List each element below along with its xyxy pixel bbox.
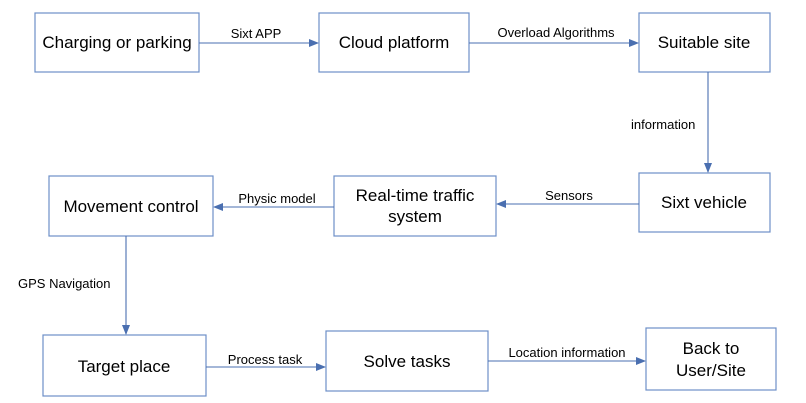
edge-label: Sensors — [545, 188, 593, 203]
edge-sixt-app: Sixt APP — [199, 26, 319, 47]
edge-physic-model: Physic model — [213, 191, 334, 211]
node-label: Sixt vehicle — [661, 193, 747, 212]
edge-label: information — [631, 117, 695, 132]
node-solve-tasks: Solve tasks — [325, 330, 489, 392]
edge-label: GPS Navigation — [18, 276, 111, 291]
node-target-place: Target place — [42, 334, 207, 397]
node-label: Charging or parking — [42, 33, 191, 52]
node-suitable-site: Suitable site — [638, 12, 771, 73]
node-charging-or-parking: Charging or parking — [34, 12, 200, 73]
node-label-line-2: system — [388, 207, 442, 226]
edge-location-information: Location information — [488, 345, 646, 365]
node-sixt-vehicle: Sixt vehicle — [638, 172, 771, 233]
edge-label: Overload Algorithms — [497, 25, 615, 40]
node-back-to-user-site: Back to User/Site — [645, 327, 777, 391]
node-label: Movement control — [63, 197, 198, 216]
node-real-time-traffic-system: Real-time traffic system — [333, 175, 497, 237]
node-label: Solve tasks — [364, 352, 451, 371]
edge-process-task: Process task — [206, 352, 326, 371]
node-label-line-1: Real-time traffic — [356, 186, 475, 205]
edge-label: Process task — [228, 352, 303, 367]
edge-label: Physic model — [238, 191, 315, 206]
edge-gps-navigation: GPS Navigation — [18, 236, 130, 335]
edge-label: Sixt APP — [231, 26, 282, 41]
node-movement-control: Movement control — [48, 175, 214, 237]
node-cloud-platform: Cloud platform — [318, 12, 470, 73]
node-label: Target place — [78, 357, 171, 376]
node-label: Cloud platform — [339, 33, 450, 52]
edge-overload-algorithms: Overload Algorithms — [469, 25, 639, 47]
edge-label: Location information — [508, 345, 625, 360]
node-label-line-2: User/Site — [676, 361, 746, 380]
edge-information: information — [631, 72, 712, 173]
node-label-line-1: Back to — [683, 339, 740, 358]
edge-sensors: Sensors — [496, 188, 639, 208]
node-label: Suitable site — [658, 33, 751, 52]
